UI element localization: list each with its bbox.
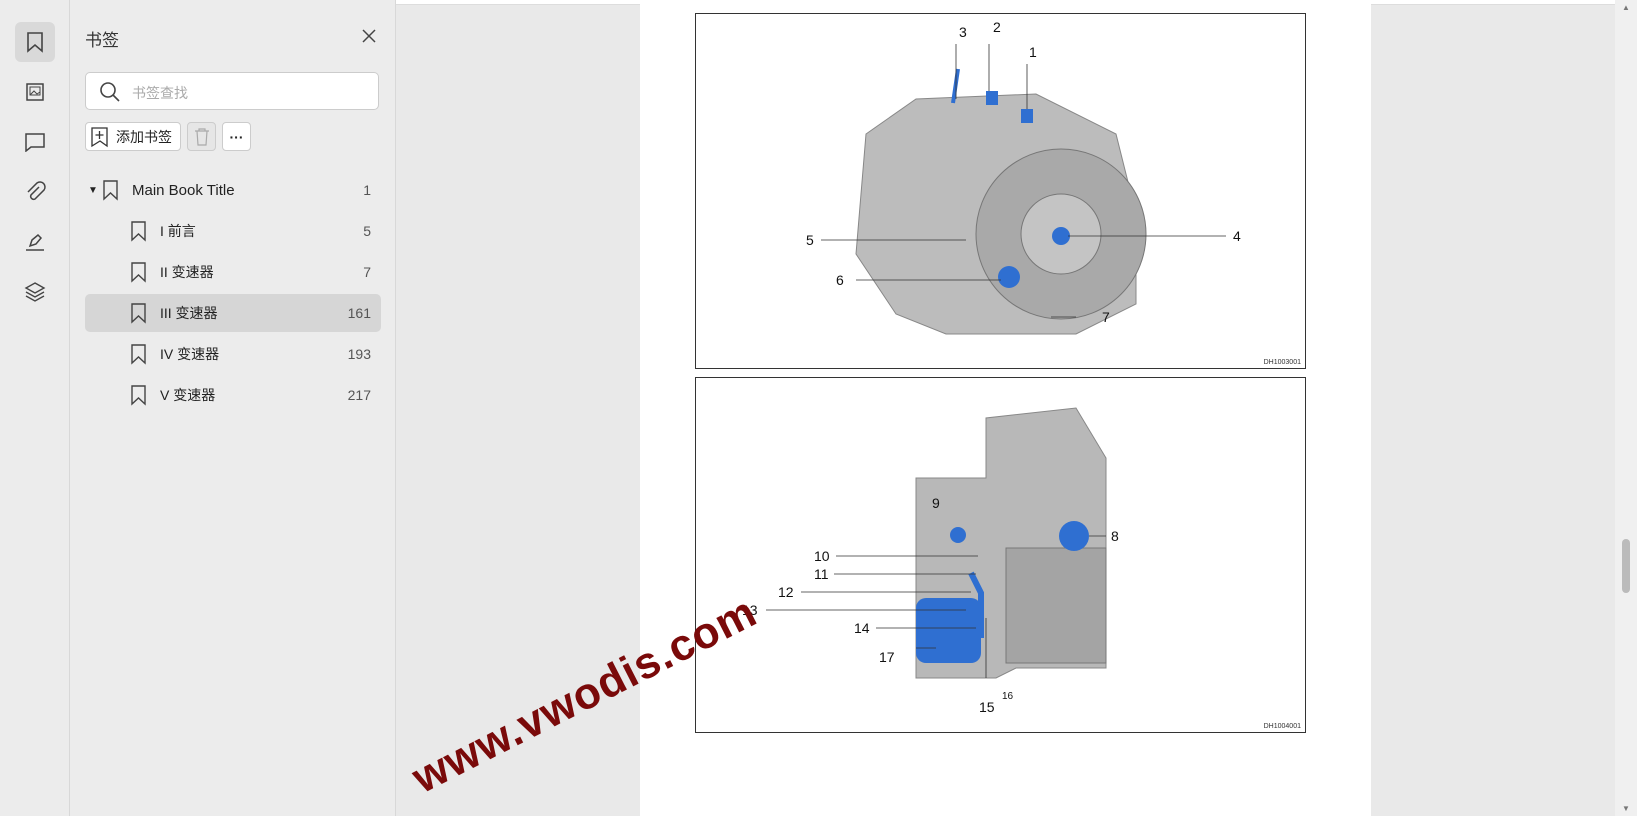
bookmark-label: II 变速器 [160, 264, 214, 280]
callout-12: 12 [778, 584, 794, 600]
callout-1: 1 [1029, 44, 1037, 60]
more-options-button[interactable]: ··· [222, 122, 251, 151]
bookmark-item[interactable]: I 前言 5 [85, 212, 381, 250]
callout-11: 11 [814, 566, 829, 582]
bookmark-item[interactable]: IV 变速器 193 [85, 335, 381, 373]
bookmark-label: IV 变速器 [160, 346, 220, 362]
layers-icon[interactable] [15, 272, 55, 312]
bookmark-icon [131, 221, 146, 242]
callout-8: 8 [1111, 528, 1119, 544]
bookmark-page-number: 5 [363, 223, 371, 239]
callout-9: 9 [932, 495, 940, 511]
bookmark-icon[interactable] [15, 22, 55, 62]
figure-transmission-front: 1 2 3 4 5 6 7 DH1003001 [695, 13, 1306, 369]
callout-10: 10 [814, 548, 830, 564]
callout-15: 15 [979, 699, 995, 715]
panel-title: 书签 [85, 31, 119, 50]
callout-6: 6 [836, 272, 844, 288]
bookmark-page-number: 217 [347, 387, 371, 403]
transmission-side-image [766, 407, 1107, 679]
bookmark-item[interactable]: III 变速器 161 [85, 294, 381, 332]
bookmark-search-input[interactable]: 书签查找 [85, 72, 379, 110]
callout-16: 16 [1002, 691, 1014, 702]
bookmark-icon [103, 180, 118, 201]
vertical-scrollbar[interactable]: ▲ ▼ [1615, 0, 1637, 816]
callout-17: 17 [879, 649, 895, 665]
scroll-up-icon[interactable]: ▲ [1622, 3, 1630, 12]
callout-2: 2 [993, 19, 1001, 35]
callout-4: 4 [1233, 228, 1241, 244]
callout-14: 14 [854, 620, 870, 636]
transmission-front-image [821, 44, 1226, 335]
search-placeholder: 书签查找 [132, 85, 188, 101]
bookmark-item[interactable]: V 变速器 217 [85, 376, 381, 414]
delete-bookmark-button[interactable] [187, 122, 216, 151]
expand-arrow-icon[interactable]: ▼ [88, 184, 98, 196]
bookmark-page-number: 1 [363, 182, 371, 198]
add-bookmark-label: 添加书签 [116, 128, 172, 145]
bookmark-page-number: 7 [363, 264, 371, 280]
callout-13: 13 [742, 602, 758, 618]
signature-icon[interactable] [15, 222, 55, 262]
comment-icon[interactable] [15, 122, 55, 162]
scrollbar-thumb[interactable] [1622, 539, 1630, 593]
callout-3: 3 [959, 24, 967, 40]
bookmark-page-number: 193 [347, 346, 371, 362]
bookmark-label: I 前言 [160, 223, 196, 239]
scroll-down-icon[interactable]: ▼ [1622, 804, 1630, 813]
bookmark-page-number: 161 [347, 305, 371, 321]
document-page: 1 2 3 4 5 6 7 DH1003001 8 9 10 11 12 13 … [640, 0, 1371, 816]
bookmark-icon [131, 344, 146, 365]
bookmark-label: V 变速器 [160, 387, 216, 403]
bookmark-label: III 变速器 [160, 305, 218, 321]
close-icon[interactable] [357, 24, 381, 48]
thumbnail-icon[interactable] [15, 72, 55, 112]
add-bookmark-icon [91, 126, 108, 147]
bookmark-label: Main Book Title [132, 181, 235, 199]
search-icon [100, 82, 120, 102]
callout-5: 5 [806, 232, 814, 248]
add-bookmark-button[interactable]: 添加书签 [85, 122, 181, 151]
attachment-icon[interactable] [15, 172, 55, 212]
bookmark-item[interactable]: ▼ Main Book Title 1 [85, 171, 381, 209]
figure-transmission-side: 8 9 10 11 12 13 14 15 16 17 DH1004001 [695, 377, 1306, 733]
trash-icon [194, 127, 209, 146]
bookmark-icon [131, 262, 146, 283]
bookmark-item[interactable]: II 变速器 7 [85, 253, 381, 291]
bookmark-icon [131, 303, 146, 324]
callout-7: 7 [1102, 309, 1110, 325]
bookmark-icon [131, 385, 146, 406]
figure-code: DH1003001 [1263, 359, 1301, 366]
figure-code: DH1004001 [1263, 723, 1301, 730]
sidebar-icon-bar [0, 0, 70, 816]
